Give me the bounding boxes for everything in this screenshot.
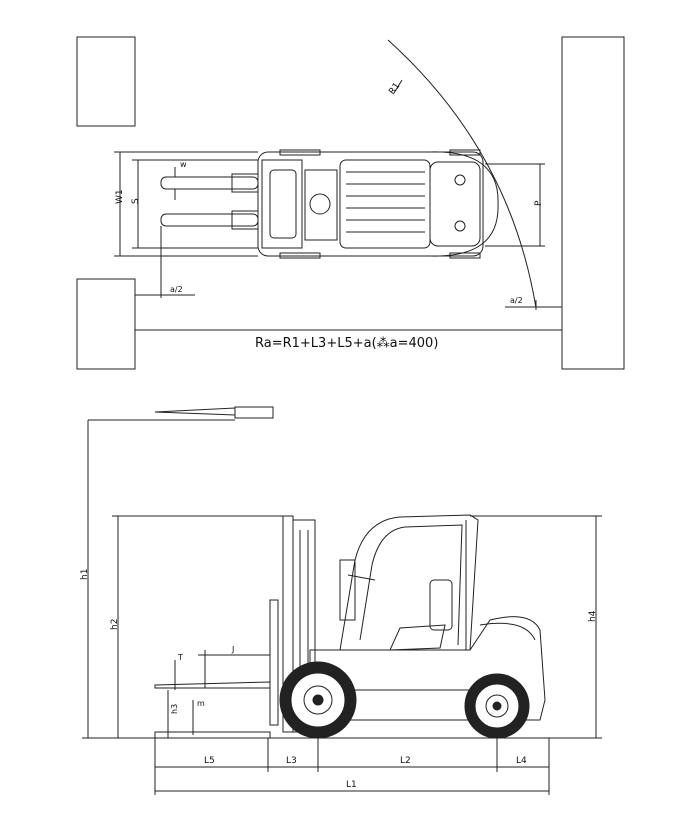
label-P: P [534,200,544,206]
rear-wheel [464,673,530,739]
formula-ra-glyph: ⁂ [377,336,390,351]
label-S: S [131,198,141,204]
label-L5: L5 [204,756,215,766]
label-a-half-left: a/2 [170,285,183,294]
label-L2: L2 [400,756,411,766]
formula-ra-tail: a=400) [390,336,439,351]
formula-ra-main: Ra=R1+L3+L5+a( [255,336,377,351]
label-L1: L1 [346,780,357,790]
label-L4: L4 [516,756,527,766]
label-h3: h3 [170,704,179,714]
top-view: R1 [76,36,625,370]
label-h4: h4 [588,610,598,622]
turning-radius-arc [387,39,537,309]
label-a-half-right: a/2 [510,296,523,305]
forks-top [160,173,259,230]
label-m: m [197,699,205,708]
label-T: T [177,653,183,662]
front-wheel [279,661,357,739]
forklift-top-outline [257,149,499,259]
label-J: J [231,645,234,654]
label-h1: h1 [80,569,90,580]
formula-ra: Ra=R1+L3+L5+a(⁂a=400) [255,336,438,351]
label-L3: L3 [286,756,297,766]
cabin [339,514,479,651]
forks-side [154,650,271,739]
side-view: h1 h2 h4 T [80,406,602,795]
label-h2: h2 [110,619,120,630]
raised-fork [88,406,274,421]
label-W1: W1 [115,189,125,204]
label-w: w [180,160,187,169]
aisle-box-bottom-left [76,278,136,370]
aisle-box-right [561,36,625,370]
aisle-box-top-left [76,36,136,127]
